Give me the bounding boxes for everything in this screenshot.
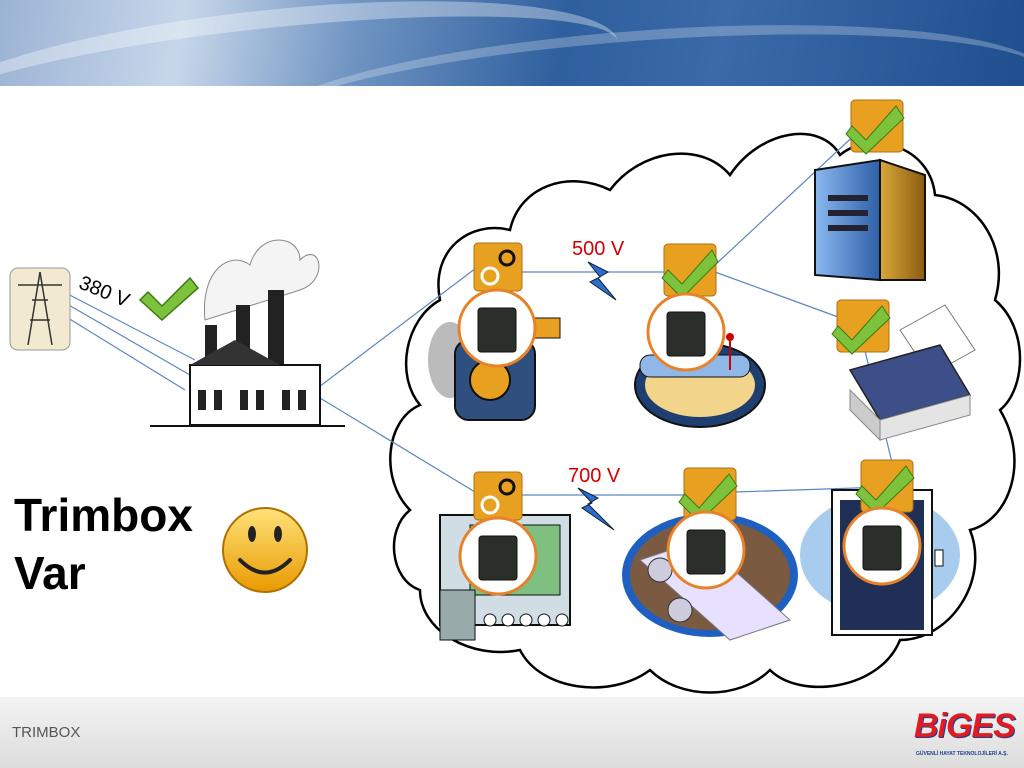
checkmark-icon: [138, 276, 200, 322]
headline: Trimbox Var: [14, 486, 193, 602]
company-logo: BiGES GÜVENLİ HAYAT TEKNOLOJİLERİ A.Ş.: [914, 707, 1018, 763]
check-badge-icon: [855, 459, 915, 515]
footer-label: TRIMBOX: [12, 724, 81, 741]
trimbox-device-icon: [458, 516, 538, 596]
check-badge-icon: [661, 243, 719, 299]
check-badge-icon: [831, 299, 891, 355]
gear-badge-icon: [473, 242, 523, 292]
smiley-face-icon: [222, 507, 308, 593]
footer-bar: [0, 697, 1024, 768]
trimbox-device-icon: [842, 506, 922, 586]
lightning-icon: [587, 261, 617, 301]
check-badge-icon: [845, 99, 905, 155]
trimbox-device-icon: [646, 292, 726, 372]
logo-tagline: GÜVENLİ HAYAT TEKNOLOJİLERİ A.Ş.: [916, 751, 1008, 757]
headline-line2: Var: [14, 547, 86, 599]
voltage-label-700: 700 V: [568, 465, 621, 487]
header-banner: [0, 0, 1024, 86]
gear-badge-icon: [473, 471, 523, 521]
factory-icon: [150, 239, 345, 427]
check-badge-icon: [678, 467, 738, 523]
trimbox-device-icon: [666, 510, 746, 590]
power-tower-icon: [9, 267, 71, 351]
lightning-icon: [577, 487, 615, 531]
computer-tower-icon: [814, 158, 926, 282]
printer-icon: [848, 304, 976, 442]
trimbox-device-icon: [457, 288, 537, 368]
logo-brand: BiGES: [914, 707, 1016, 745]
connection-lines: [54, 129, 896, 496]
headline-line1: Trimbox: [14, 489, 193, 541]
voltage-label-500: 500 V: [572, 238, 625, 260]
